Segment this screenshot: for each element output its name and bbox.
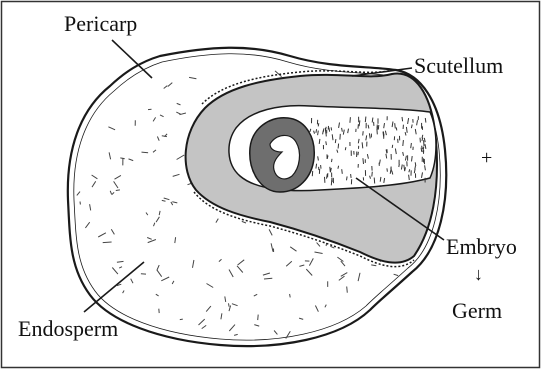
embryo-stroke — [338, 166, 339, 169]
endosperm-stroke — [347, 287, 348, 293]
endosperm-stroke — [103, 242, 112, 243]
embryo-stroke — [415, 162, 416, 166]
embryo-stroke — [372, 118, 373, 123]
down-arrow-icon: ↓ — [474, 265, 483, 283]
endosperm-stroke — [290, 294, 291, 297]
embryo-stroke — [316, 129, 317, 133]
label-pericarp: Pericarp — [64, 13, 137, 35]
embryo-stroke — [421, 148, 422, 152]
embryo-stroke — [390, 170, 391, 174]
embryo-stroke — [318, 123, 319, 126]
embryo-stroke — [415, 166, 416, 170]
embryo-stroke — [411, 143, 412, 148]
embryo-stroke — [331, 127, 332, 130]
embryo-stroke — [412, 156, 413, 161]
embryo-stroke — [395, 123, 396, 128]
embryo-stroke — [372, 172, 373, 177]
embryo-stroke — [345, 147, 346, 150]
label-germ: Germ — [452, 300, 502, 322]
embryo-stroke — [403, 140, 404, 146]
label-endosperm: Endosperm — [18, 318, 118, 340]
embryo-stroke — [319, 139, 320, 144]
endosperm-stroke — [229, 303, 230, 306]
embryo-stroke — [409, 175, 410, 180]
embryo-stroke — [387, 168, 388, 171]
embryo-stroke — [326, 141, 327, 145]
embryo-stroke — [396, 127, 397, 130]
embryo-stroke — [363, 158, 364, 164]
embryo-stroke — [380, 160, 381, 164]
embryo-stroke — [362, 142, 363, 148]
embryo-stroke — [365, 117, 366, 123]
embryo-stroke — [402, 117, 403, 121]
embryo-stroke — [347, 176, 348, 180]
embryo-stroke — [425, 118, 426, 123]
endosperm-stroke — [258, 315, 259, 321]
embryo-stroke — [342, 128, 343, 132]
embryo-stroke — [351, 174, 352, 178]
embryo-stroke — [329, 128, 330, 132]
embryo-stroke — [350, 117, 351, 123]
embryo-stroke — [374, 178, 375, 184]
label-scutellum: Scutellum — [414, 55, 503, 77]
embryo-stroke — [316, 164, 317, 169]
embryo-stroke — [380, 177, 381, 182]
embryo-stroke — [335, 139, 336, 143]
embryo-stroke — [342, 169, 343, 174]
embryo-stroke — [358, 152, 359, 155]
label-embryo: Embryo — [446, 236, 517, 258]
embryo-stroke — [323, 131, 324, 135]
embryo-stroke — [338, 144, 339, 149]
embryo-stroke — [318, 131, 319, 136]
embryo-stroke — [332, 159, 333, 162]
endosperm-stroke — [142, 152, 149, 153]
endosperm-stroke — [116, 190, 120, 191]
embryo-stroke — [318, 156, 319, 160]
embryo-stroke — [378, 125, 379, 130]
embryo-stroke — [392, 145, 393, 148]
embryo-stroke — [363, 131, 364, 135]
label-plus: + — [481, 148, 492, 168]
endosperm-stroke — [180, 319, 183, 320]
embryo-stroke — [383, 131, 384, 135]
embryo-stroke — [391, 168, 392, 172]
embryo-stroke — [399, 164, 400, 167]
